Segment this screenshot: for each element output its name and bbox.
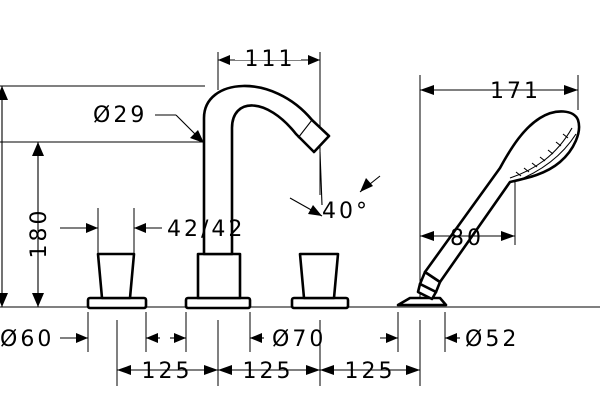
label-hand-shower-length: 171 (490, 79, 541, 104)
label-base-diameter-left: Ø60 (0, 327, 54, 352)
spout-assembly (184, 84, 331, 310)
dim-spout-angle (289, 151, 381, 217)
dim-hand-shower-length (420, 85, 578, 95)
label-spacing-1: 125 (142, 359, 193, 384)
label-total-height: 230 (0, 205, 2, 256)
label-handle-pair: 42/42 (167, 217, 245, 242)
right-handle (290, 252, 350, 310)
dim-spacing (117, 365, 420, 375)
label-spout-diameter: Ø29 (93, 103, 147, 128)
label-spout-angle: 40° (322, 199, 370, 224)
dim-total-height (0, 86, 8, 307)
dim-base-diameters (60, 333, 460, 343)
dim-handle-height (32, 142, 44, 307)
label-mask (235, 48, 301, 60)
label-top-spout-width: 111 (245, 47, 296, 72)
label-hand-shower-head: 80 (450, 226, 484, 251)
label-base-diameter-center: Ø70 (272, 327, 326, 352)
dim-hand-shower-head (420, 231, 515, 241)
label-handle-height: 180 (27, 208, 52, 259)
dim-handle-pair (60, 223, 162, 233)
left-handle (86, 252, 148, 310)
label-spacing-2: 125 (243, 359, 294, 384)
hand-shower (396, 110, 581, 307)
label-base-diameter-right: Ø52 (465, 327, 519, 352)
dim-spout-diameter-leader (155, 114, 205, 144)
label-spacing-3: 125 (345, 359, 396, 384)
